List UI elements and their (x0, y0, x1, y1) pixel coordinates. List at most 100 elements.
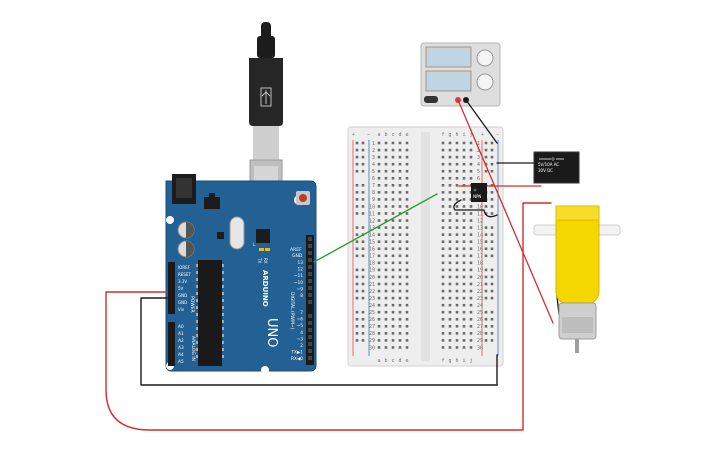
row-number: 17 (369, 254, 375, 260)
rail-plus-label: + (352, 132, 355, 138)
column-label: d (398, 358, 401, 364)
column-label: a (377, 358, 380, 364)
power-switch[interactable] (424, 96, 438, 103)
power-pin-label: RESET (178, 272, 191, 277)
row-number: 21 (477, 282, 483, 288)
row-number: 11 (369, 211, 375, 217)
wire-black-gnd[interactable] (140, 297, 498, 386)
digital-pin-label: 8 (300, 293, 303, 299)
rx-label: RX (263, 258, 268, 264)
row-number: 17 (477, 254, 483, 260)
row-number: 23 (477, 296, 483, 302)
digital-pin-label: RX◀0 (291, 356, 303, 362)
row-number: 2 (372, 148, 375, 154)
digital-pin-label: ~9 (297, 286, 304, 292)
wire-red-supply[interactable] (457, 99, 554, 324)
row-number: 1 (477, 141, 480, 147)
row-number: 5 (477, 169, 480, 175)
mounting-hole (166, 216, 174, 224)
digital-label: DIGITAL (PWM~) (289, 292, 295, 330)
row-number: 27 (477, 324, 483, 330)
column-label: c (391, 358, 394, 364)
aref-label: AREF (290, 247, 302, 253)
power-pin-label: GND (178, 300, 187, 305)
digital-pin-label: ~6 (297, 317, 304, 323)
row-number: 4 (477, 162, 480, 168)
digital-pin-label: ~3 (297, 336, 304, 342)
row-number: 5 (372, 169, 375, 175)
power-pin-label: IOREF (178, 265, 191, 270)
column-label: h (455, 132, 458, 138)
atmega-chip (198, 260, 222, 366)
arduino-uno-board[interactable]: TX RX L ARDUINO UNO AREF GND 1312~11~10~… (165, 174, 317, 374)
row-number: 20 (369, 275, 375, 281)
transistor-label: NPN (473, 194, 481, 199)
analog-pin-label: A2 (178, 338, 184, 344)
rail-plus-label: + (481, 132, 484, 138)
row-number: 10 (369, 204, 375, 210)
wire-red-5v[interactable] (105, 202, 552, 431)
analog-header[interactable] (168, 322, 175, 366)
row-number: 28 (477, 331, 483, 337)
column-label: c (391, 132, 394, 138)
column-label: f (441, 132, 444, 138)
power-header[interactable] (168, 262, 175, 314)
row-number: 15 (369, 240, 375, 246)
row-number: 29 (477, 338, 483, 344)
row-number: 6 (372, 176, 375, 182)
row-number: 25 (369, 310, 375, 316)
row-number: 3 (477, 155, 480, 161)
row-number: 22 (369, 289, 375, 295)
wires (105, 99, 561, 431)
row-number: 14 (477, 232, 483, 238)
row-number: 6 (477, 176, 480, 182)
column-label: e (405, 132, 408, 138)
digital-pin-label: ~5 (297, 323, 304, 329)
row-number: 27 (369, 324, 375, 330)
digital-pin-label: ~10 (294, 280, 303, 286)
voltage-knob[interactable] (476, 49, 494, 67)
rail-minus-label: − (367, 132, 370, 138)
row-number: 23 (369, 296, 375, 302)
relay-label-line1: 5V/10A AC (538, 162, 559, 167)
arduino-brand: ARDUINO (261, 270, 269, 307)
row-number: 12 (369, 218, 375, 224)
column-label: g (448, 358, 451, 364)
power-label: POWER (189, 296, 195, 313)
wire-black-supply[interactable] (465, 99, 498, 144)
column-label: f (441, 358, 444, 364)
dc-motor-icon[interactable] (533, 205, 621, 353)
gnd-label: GND (292, 253, 303, 259)
current-knob[interactable] (476, 73, 494, 91)
wire-green-signal[interactable] (313, 193, 438, 263)
arduino-model: UNO (264, 318, 279, 347)
relay-label-line2: 30V DC (538, 168, 553, 173)
l-label: L (253, 242, 256, 247)
power-pin-label: GND (178, 293, 187, 298)
rail-minus-label: − (496, 132, 499, 138)
analog-pin-label: A1 (178, 331, 184, 337)
row-number: 1 (372, 141, 375, 147)
row-number: 9 (372, 197, 375, 203)
transistor-icon[interactable]: NPN (471, 183, 487, 202)
digital-pin-label: 12 (298, 267, 304, 273)
row-number: 19 (477, 268, 483, 274)
digital-pin-label: ~11 (294, 273, 303, 279)
row-number: 18 (477, 261, 483, 267)
column-label: i (462, 358, 465, 364)
power-pin-label: 3.3V (178, 279, 187, 284)
relay-icon[interactable]: 5V/10A AC 30V DC (533, 151, 580, 184)
analog-pin-label: A0 (178, 324, 184, 330)
analog-label: ANALOG IN (190, 336, 196, 361)
row-number: 24 (477, 303, 483, 309)
power-supply-icon[interactable] (420, 42, 501, 107)
column-label: b (384, 358, 387, 364)
column-label: i (462, 132, 465, 138)
column-label: j (469, 358, 472, 364)
usb-cable-icon[interactable] (249, 22, 283, 209)
usb-chip (256, 229, 270, 243)
column-label: d (398, 132, 401, 138)
column-label: h (455, 358, 458, 364)
